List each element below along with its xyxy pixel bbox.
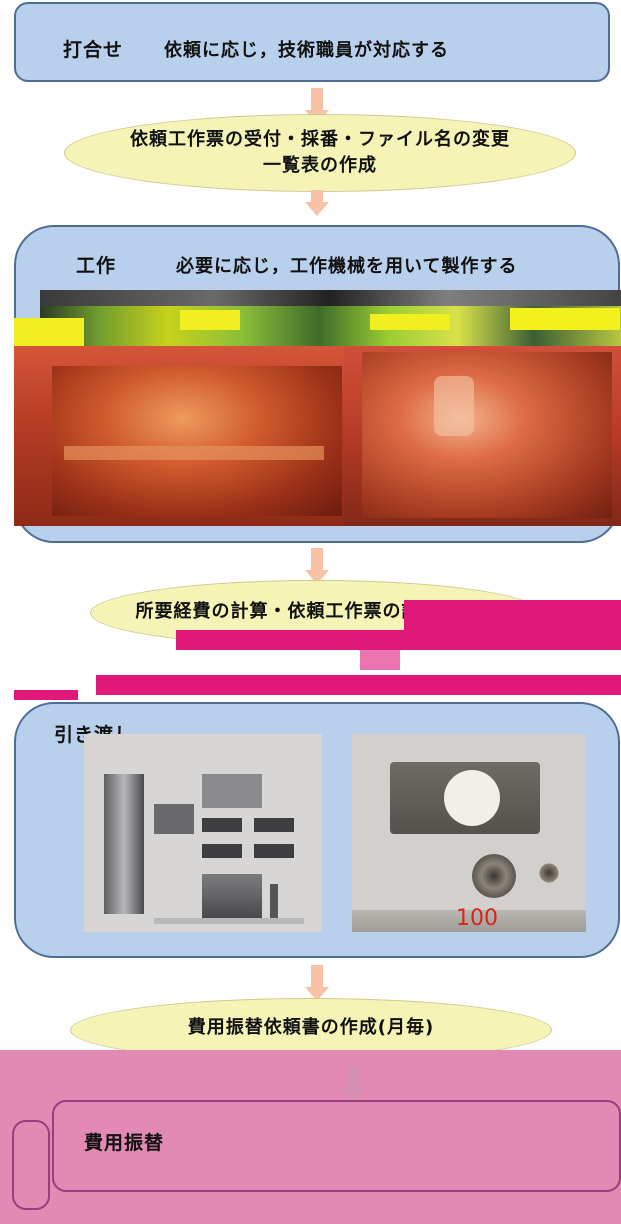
fabrication-photo-strip: [40, 290, 621, 348]
flow-arrow: [305, 965, 329, 1001]
fabrication-photo-yellow-band: [14, 318, 84, 346]
glitch-block-checker: [360, 650, 400, 670]
step-meeting-box: 打合せ 依頼に応じ，技術職員が対応する: [14, 2, 610, 82]
ellipse-transfer-request-text: 費用振替依頼書の作成(月毎): [187, 1017, 435, 1038]
step-cost-transfer-box: 費用振替: [52, 1100, 621, 1192]
glitch-band-right-top: [404, 600, 621, 630]
ruler-label-100: 100: [456, 906, 498, 931]
glitch-band-left: [14, 690, 78, 700]
ellipse-reception-line1: 依頼工作票の受付・採番・ファイル名の変更: [130, 129, 510, 150]
glitch-band-mid: [176, 630, 621, 650]
welding-photo: [344, 346, 621, 526]
glitch-left-bracket: [12, 1120, 50, 1210]
machining-photo: [14, 346, 344, 526]
parts-photo-left: [84, 734, 322, 932]
step-cost-transfer-title: 費用振替: [84, 1132, 165, 1154]
process-ellipse-reception: 依頼工作票の受付・採番・ファイル名の変更 一覧表の作成: [64, 114, 576, 192]
step-fabrication-title: 工作: [76, 255, 117, 277]
step-meeting-title: 打合せ: [63, 39, 124, 61]
step-fabrication-description: 必要に応じ，工作機械を用いて製作する: [176, 256, 518, 277]
step-meeting-description: 依頼に応じ，技術職員が対応する: [164, 40, 449, 61]
glitch-band-lower: [96, 675, 621, 695]
ellipse-reception-line2: 一覧表の作成: [263, 155, 377, 176]
flow-arrow: [305, 548, 329, 584]
flow-arrow: [342, 1066, 366, 1102]
parts-photo-right: 100: [352, 734, 586, 932]
flow-arrow: [305, 190, 329, 216]
